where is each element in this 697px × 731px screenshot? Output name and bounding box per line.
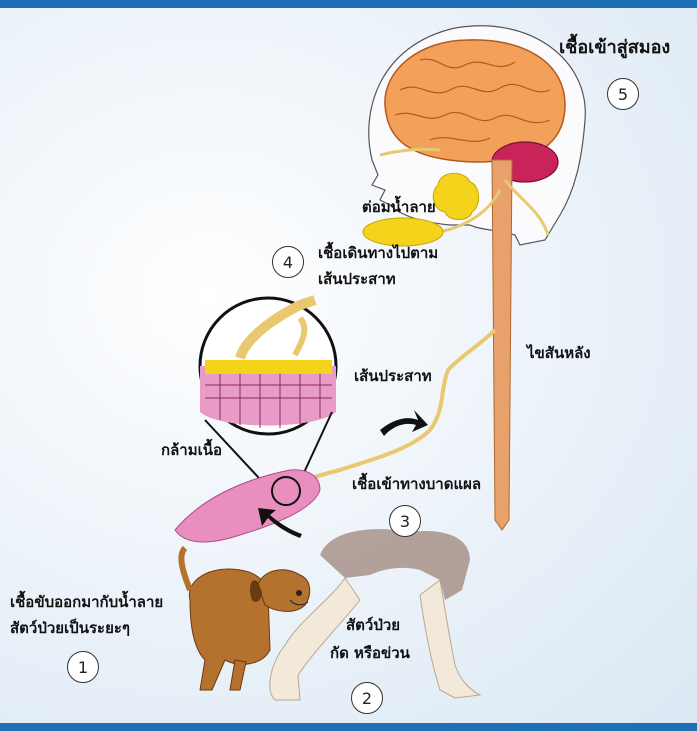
spinal-cord <box>492 160 512 530</box>
label-nerve: เส้นประสาท <box>354 367 432 387</box>
diagram-frame: เชื้อเข้าสู่สมอง ต่อมน้ำลาย เชื้อเดินทาง… <box>0 8 697 723</box>
step-1-badge: 1 <box>67 651 99 683</box>
step-5-badge: 5 <box>607 78 639 110</box>
label-brain: เชื้อเข้าสู่สมอง <box>559 36 670 59</box>
label-bite-2: กัด หรือข่วน <box>330 644 410 664</box>
label-saliva-2: สัตว์ป่วยเป็นระยะๆ <box>10 619 130 639</box>
label-travel-nerve-2: เส้นประสาท <box>318 270 396 290</box>
step-2-badge: 2 <box>351 682 383 714</box>
step-4-badge: 4 <box>272 246 304 278</box>
label-salivary-gland: ต่อมน้ำลาย <box>362 198 436 218</box>
label-travel-nerve-1: เชื้อเดินทางไปตาม <box>318 244 438 264</box>
label-bite-1: สัตว์ป่วย <box>346 616 400 636</box>
label-saliva-1: เชื้อขับออกมากับน้ำลาย <box>10 593 163 613</box>
muscle <box>175 470 320 542</box>
label-enter-wound: เชื้อเข้าทางบาดแผล <box>352 475 481 495</box>
arrow-up-nerve <box>380 410 428 436</box>
label-muscle: กล้ามเนื้อ <box>161 441 222 461</box>
label-spinal-cord: ไขสันหลัง <box>527 344 591 364</box>
step-3-badge: 3 <box>389 505 421 537</box>
